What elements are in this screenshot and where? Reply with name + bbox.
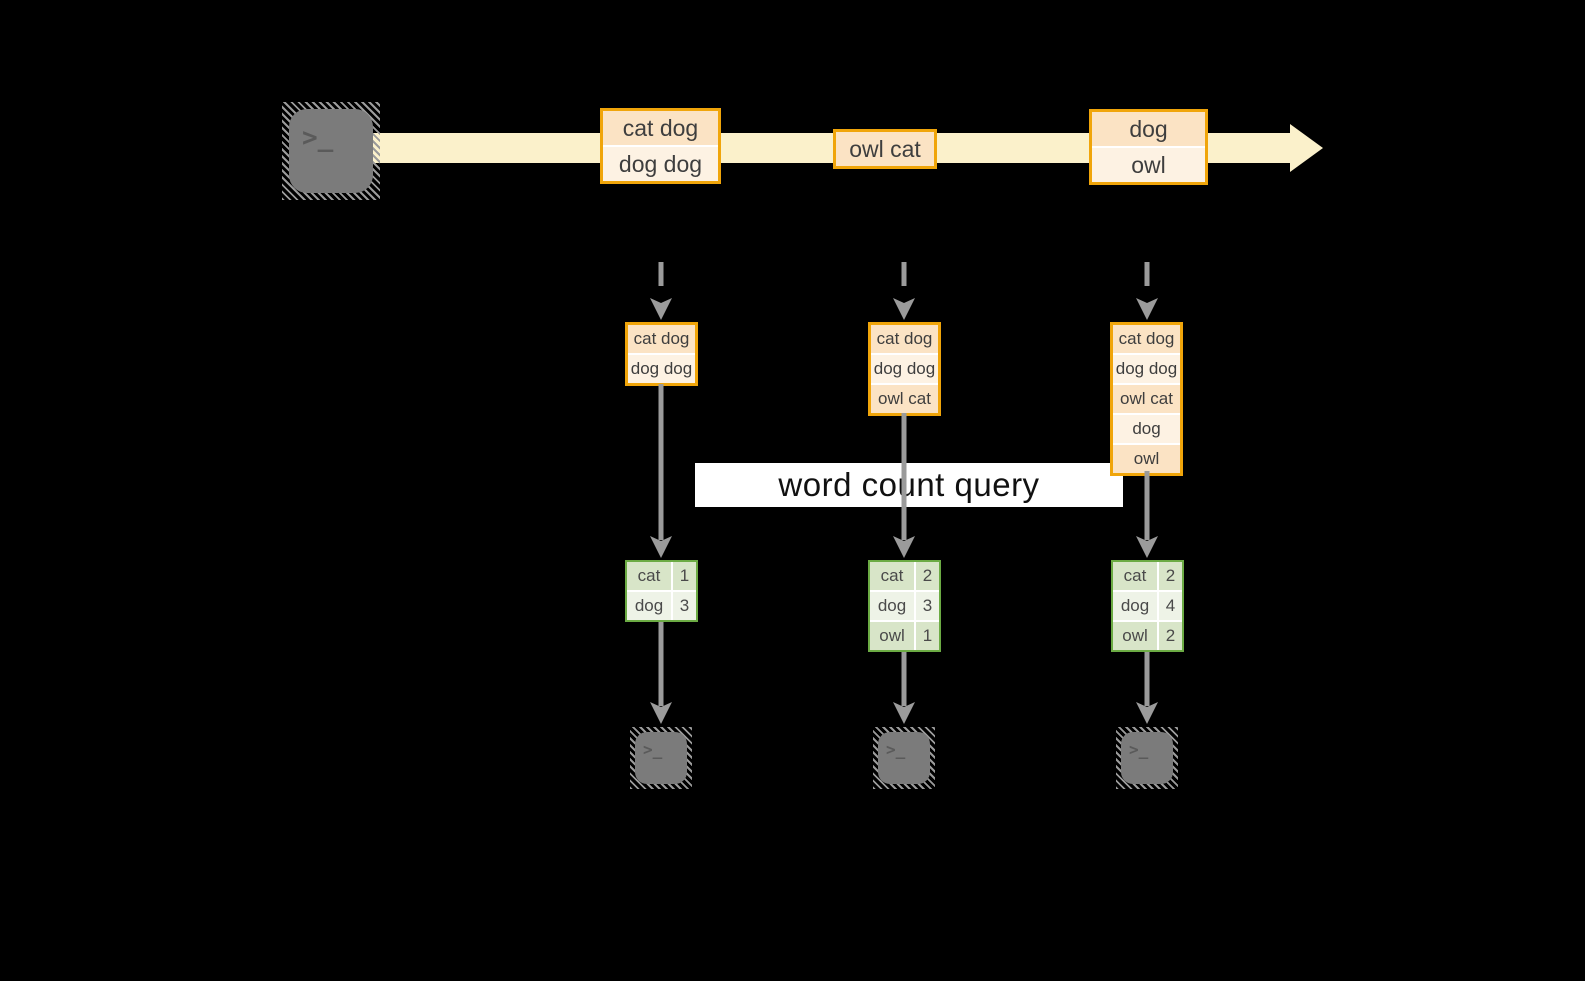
buffer-record: owl	[1113, 445, 1180, 473]
arrow-down-icon	[1136, 471, 1158, 558]
producer-terminal-icon: >_	[282, 102, 380, 200]
stream-event-box-2: owl cat	[833, 129, 937, 169]
table-row: dog 3	[870, 592, 939, 620]
word-cell: cat	[1113, 562, 1157, 590]
arrow-down-icon	[1136, 652, 1158, 724]
consumer-terminal-icon: >_	[630, 727, 692, 789]
arrow-down-icon	[893, 413, 915, 558]
arrow-down-icon	[650, 384, 672, 558]
count-cell: 4	[1159, 592, 1182, 620]
buffer-record: owl cat	[1113, 385, 1180, 413]
word-cell: owl	[1113, 622, 1157, 650]
stream-event-box-3: dog owl	[1089, 109, 1208, 185]
buffer-record: cat dog	[1113, 325, 1180, 353]
arrow-down-dashed-icon	[650, 262, 672, 320]
count-cell: 1	[673, 562, 696, 590]
word-cell: dog	[1113, 592, 1157, 620]
word-cell: owl	[870, 622, 914, 650]
buffer-record: owl cat	[871, 385, 938, 413]
terminal-prompt-glyph: >_	[289, 109, 373, 193]
count-cell: 2	[1159, 562, 1182, 590]
event-record: cat dog	[603, 111, 718, 145]
buffer-record: cat dog	[628, 325, 695, 353]
word-cell: cat	[627, 562, 671, 590]
arrow-down-icon	[650, 622, 672, 724]
event-record: owl cat	[836, 132, 934, 166]
count-cell: 2	[1159, 622, 1182, 650]
buffer-record: cat dog	[871, 325, 938, 353]
stream-timeline-arrowhead-icon	[1290, 124, 1323, 172]
table-row: cat 2	[870, 562, 939, 590]
buffer-record: dog	[1113, 415, 1180, 443]
table-row: cat 2	[1113, 562, 1182, 590]
arrow-down-icon	[893, 652, 915, 724]
count-cell: 2	[916, 562, 939, 590]
word-cell: cat	[870, 562, 914, 590]
table-row: dog 3	[627, 592, 696, 620]
word-count-table-1: cat 1 dog 3	[625, 560, 698, 622]
stream-event-box-1: cat dog dog dog	[600, 108, 721, 184]
terminal-prompt-glyph: >_	[635, 732, 687, 784]
count-cell: 3	[673, 592, 696, 620]
table-row: dog 4	[1113, 592, 1182, 620]
word-cell: dog	[870, 592, 914, 620]
arrow-down-dashed-icon	[1136, 262, 1158, 320]
table-row: owl 2	[1113, 622, 1182, 650]
consumer-terminal-icon: >_	[873, 727, 935, 789]
word-cell: dog	[627, 592, 671, 620]
word-count-query-label: word count query	[695, 463, 1123, 507]
buffer-record: dog dog	[871, 355, 938, 383]
arrow-down-dashed-icon	[893, 262, 915, 320]
event-record: dog dog	[603, 147, 718, 181]
terminal-prompt-glyph: >_	[878, 732, 930, 784]
event-record: dog	[1092, 112, 1205, 146]
consumer-terminal-icon: >_	[1116, 727, 1178, 789]
record-buffer-3: cat dog dog dog owl cat dog owl	[1110, 322, 1183, 476]
terminal-prompt-glyph: >_	[1121, 732, 1173, 784]
word-count-table-3: cat 2 dog 4 owl 2	[1111, 560, 1184, 652]
buffer-record: dog dog	[628, 355, 695, 383]
count-cell: 3	[916, 592, 939, 620]
record-buffer-1: cat dog dog dog	[625, 322, 698, 386]
table-row: cat 1	[627, 562, 696, 590]
count-cell: 1	[916, 622, 939, 650]
word-count-table-2: cat 2 dog 3 owl 1	[868, 560, 941, 652]
buffer-record: dog dog	[1113, 355, 1180, 383]
record-buffer-2: cat dog dog dog owl cat	[868, 322, 941, 416]
event-record: owl	[1092, 148, 1205, 182]
table-row: owl 1	[870, 622, 939, 650]
